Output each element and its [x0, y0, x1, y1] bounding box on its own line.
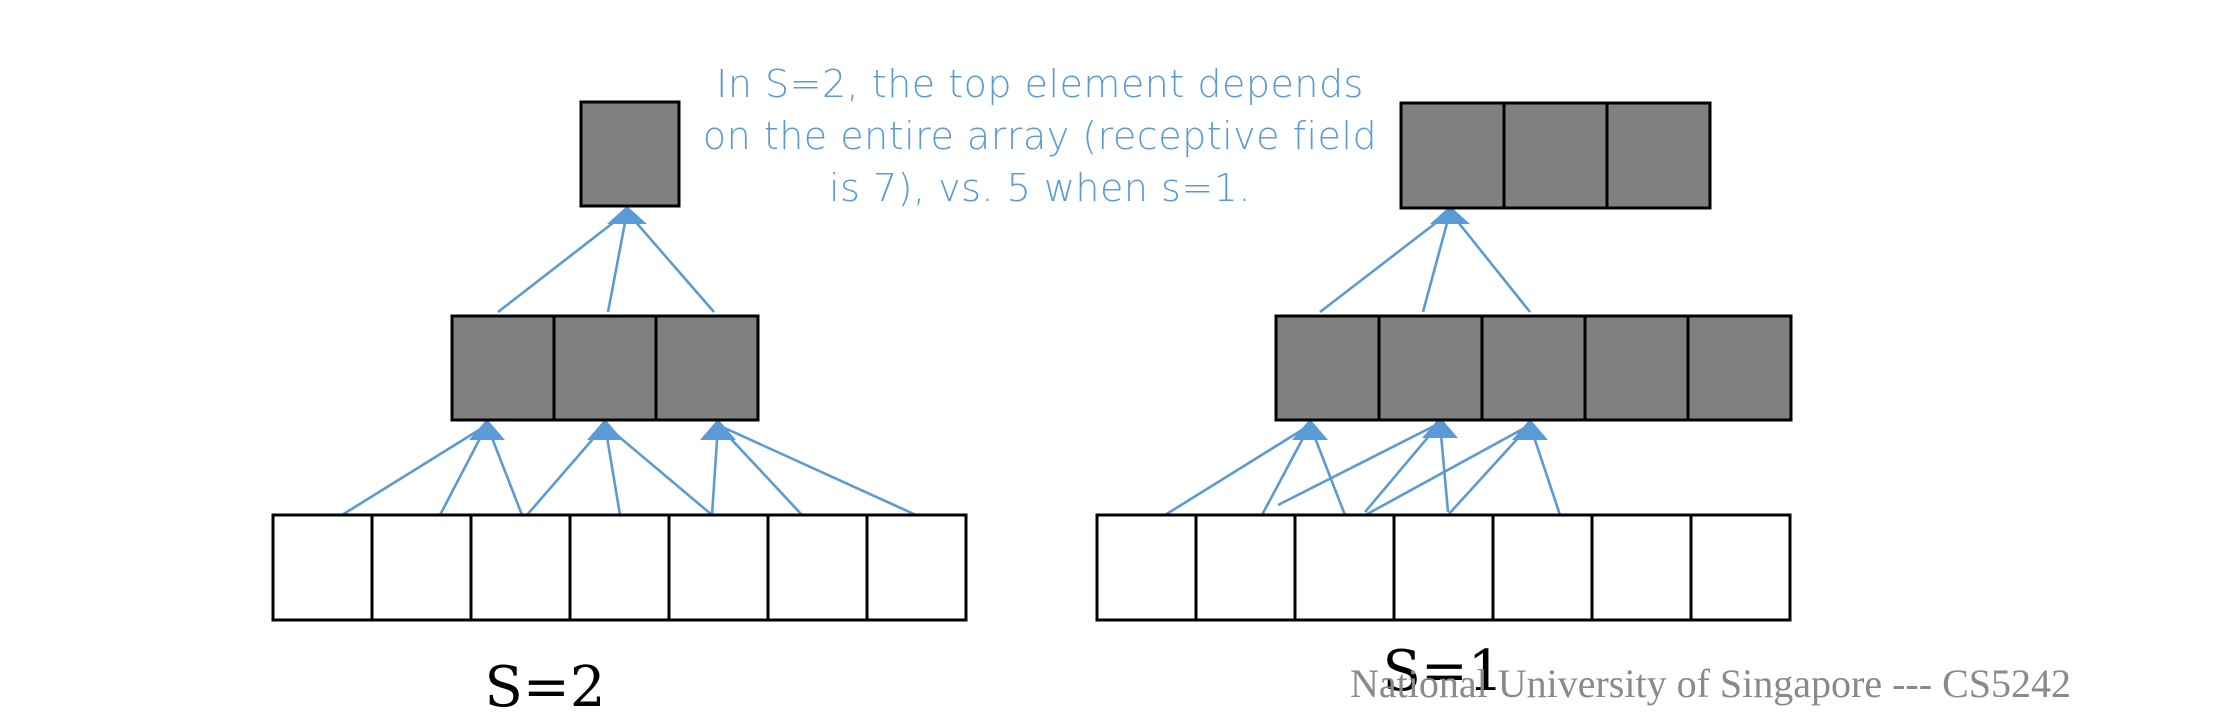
s1-middle-row	[1274, 314, 1793, 422]
s1-middle-cell	[1686, 314, 1793, 422]
s2-edge	[606, 211, 629, 313]
s2-edges	[341, 210, 917, 517]
s2-top-cell	[579, 100, 681, 208]
s1-edge	[1319, 210, 1451, 314]
s1-middle-cell	[1480, 314, 1587, 422]
annotation-text: In S=2, the top element depends on the e…	[702, 62, 1378, 210]
s1-input-cell	[1491, 513, 1594, 622]
arrowhead	[1422, 417, 1458, 438]
s2-edge	[497, 210, 628, 314]
s1-top-cell	[1605, 101, 1712, 210]
s1-top-cell	[1502, 101, 1609, 210]
s1-edge	[1421, 211, 1452, 313]
s1-input-cell	[1095, 513, 1198, 622]
s1-caption: S=1	[1383, 639, 1504, 704]
arrowhead	[469, 419, 505, 440]
diagram-s1: S=1	[1095, 101, 1793, 704]
arrowhead	[1512, 419, 1548, 440]
s2-arrowheads	[469, 206, 736, 440]
arrowhead	[1292, 419, 1328, 440]
arrowhead	[700, 419, 736, 440]
s1-input-row	[1095, 513, 1792, 622]
diagram-s2: S=2	[271, 100, 968, 714]
s1-top-row	[1399, 101, 1712, 210]
s2-middle-row	[450, 314, 760, 422]
s1-edge	[1359, 423, 1531, 520]
s2-middle-cell	[552, 314, 658, 422]
s1-middle-cell	[1274, 314, 1381, 422]
footer-text: National University of Singapore --- CS5…	[1350, 661, 2071, 706]
s1-input-cell	[1590, 513, 1693, 622]
s2-input-cell	[667, 513, 770, 622]
s1-input-cell	[1293, 513, 1396, 622]
s1-input-cell	[1392, 513, 1495, 622]
s1-top-cell	[1399, 101, 1506, 210]
s2-middle-cell	[450, 314, 556, 422]
s2-input-cell	[469, 513, 572, 622]
s2-middle-cell	[654, 314, 760, 422]
arrowhead	[1430, 206, 1470, 224]
s2-edge	[626, 211, 715, 313]
s1-middle-cell	[1377, 314, 1484, 422]
s2-edge	[717, 423, 917, 517]
s2-input-cell	[766, 513, 869, 622]
s1-edge	[1448, 211, 1532, 313]
s1-edge	[1277, 421, 1441, 507]
s2-input-cell	[271, 513, 374, 622]
arrowhead	[587, 419, 623, 440]
s1-middle-cell	[1583, 314, 1690, 422]
arrowhead	[607, 206, 647, 224]
s1-edge	[1164, 423, 1311, 517]
s1-arrowheads	[1292, 206, 1548, 440]
s2-input-cell	[370, 513, 473, 622]
s1-input-cell	[1194, 513, 1297, 622]
s2-edge	[341, 423, 488, 517]
s2-caption: S=2	[485, 655, 606, 714]
s1-input-cell	[1689, 513, 1792, 622]
s2-input-row	[271, 513, 968, 622]
s2-input-cell	[568, 513, 671, 622]
s2-input-cell	[865, 513, 968, 622]
